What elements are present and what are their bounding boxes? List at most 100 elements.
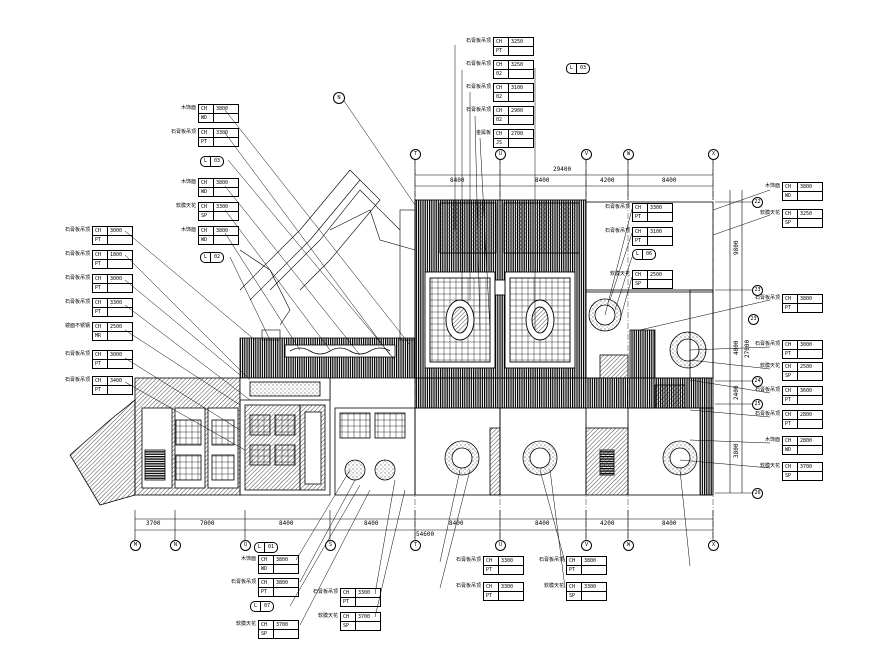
- tag-note: 石膏板吊顶: [754, 387, 780, 393]
- axis-bubble-bottom: T: [410, 540, 421, 551]
- tag-ch-label: CH: [632, 203, 648, 213]
- axis-bubble-bottom: N: [170, 540, 181, 551]
- dimension-right-segment: 3800: [733, 443, 740, 458]
- dimension-right-segment: 4000: [733, 340, 740, 355]
- axis-bubble-top: W: [623, 149, 634, 160]
- axis-bubble-right: 26: [752, 488, 763, 499]
- axis-bubble-right: 23: [748, 314, 759, 325]
- tag-material: SP: [782, 218, 798, 228]
- tag-ch-label: CH: [198, 128, 214, 138]
- tag-note: 石膏板吊顶: [64, 251, 90, 257]
- tag-ch-value: 2800: [797, 410, 823, 420]
- tag-note: 石膏板吊顶: [754, 411, 780, 417]
- tag-ch-value: 3400: [107, 376, 133, 386]
- tag-blank: [797, 371, 823, 381]
- central-block: [414, 199, 587, 379]
- tag-note: 石膏板吊顶: [754, 341, 780, 347]
- tag-ch-value: 3300: [213, 128, 239, 138]
- tag-note: 木饰面: [764, 437, 780, 443]
- tag-blank: [581, 591, 607, 601]
- tag-material: PT: [92, 235, 108, 245]
- level-tag-key: L: [636, 251, 640, 257]
- tag-ch-label: CH: [92, 274, 108, 284]
- north-arrow-icon: N: [333, 92, 345, 104]
- tag-note: 木饰面: [240, 556, 256, 562]
- tag-ch-label: CH: [92, 298, 108, 308]
- tag-ch-value: 2700: [508, 129, 534, 139]
- tag-ch-label: CH: [493, 129, 509, 139]
- tag-blank: [213, 113, 239, 123]
- tag-note: 石膏板吊顶: [312, 589, 338, 595]
- axis-bubble-bottom: U: [495, 540, 506, 551]
- tag-material: SP: [632, 279, 648, 289]
- tag-note: 石膏板吊顶: [455, 557, 481, 563]
- tag-ch-value: 3250: [508, 37, 534, 47]
- tag-note: 石膏板吊顶: [465, 38, 491, 44]
- tag-material: SP: [782, 471, 798, 481]
- tag-material: PT: [493, 46, 509, 56]
- tag-ch-value: 2900: [508, 106, 534, 116]
- tag-note: 石膏板吊顶: [64, 227, 90, 233]
- tag-ch-value: 2500: [797, 362, 823, 372]
- level-tag-key: L: [570, 65, 574, 71]
- tag-material: PT: [92, 259, 108, 269]
- tag-ch-label: CH: [198, 226, 214, 236]
- axis-bubble-top: U: [495, 149, 506, 160]
- tag-ch-value: 3800: [213, 226, 239, 236]
- tag-material: PT: [92, 283, 108, 293]
- tag-material: SP: [782, 371, 798, 381]
- tag-note: 软膜天花: [543, 583, 564, 589]
- tag-note: 软膜天花: [317, 613, 338, 619]
- tag-ch-label: CH: [92, 250, 108, 260]
- tag-material: PT: [92, 385, 108, 395]
- tag-ch-label: CH: [493, 37, 509, 47]
- tag-ch-label: CH: [566, 582, 582, 592]
- dimension-right-total: 27000: [744, 339, 751, 358]
- tag-ch-value: 3700: [355, 612, 381, 622]
- tag-ch-label: CH: [782, 209, 798, 219]
- tag-material: PT: [92, 307, 108, 317]
- dimension-bottom-segment: 8400: [662, 520, 677, 527]
- tag-material: PT: [198, 137, 214, 147]
- tag-ch-value: 3600: [797, 386, 823, 396]
- tag-blank: [508, 69, 534, 79]
- level-tag-value: 03: [210, 157, 223, 166]
- dimension-right-segment: 9800: [733, 240, 740, 255]
- dimension-bottom-segment: 8400: [449, 520, 464, 527]
- tag-ch-value: 3800: [273, 555, 299, 565]
- dimension-top-segment: 4200: [600, 177, 615, 184]
- tag-blank: [508, 115, 534, 125]
- tag-material: PT: [258, 587, 274, 597]
- tag-blank: [355, 621, 381, 631]
- tag-ch-label: CH: [782, 294, 798, 304]
- tag-ch-label: CH: [483, 582, 499, 592]
- tag-ch-label: CH: [483, 556, 499, 566]
